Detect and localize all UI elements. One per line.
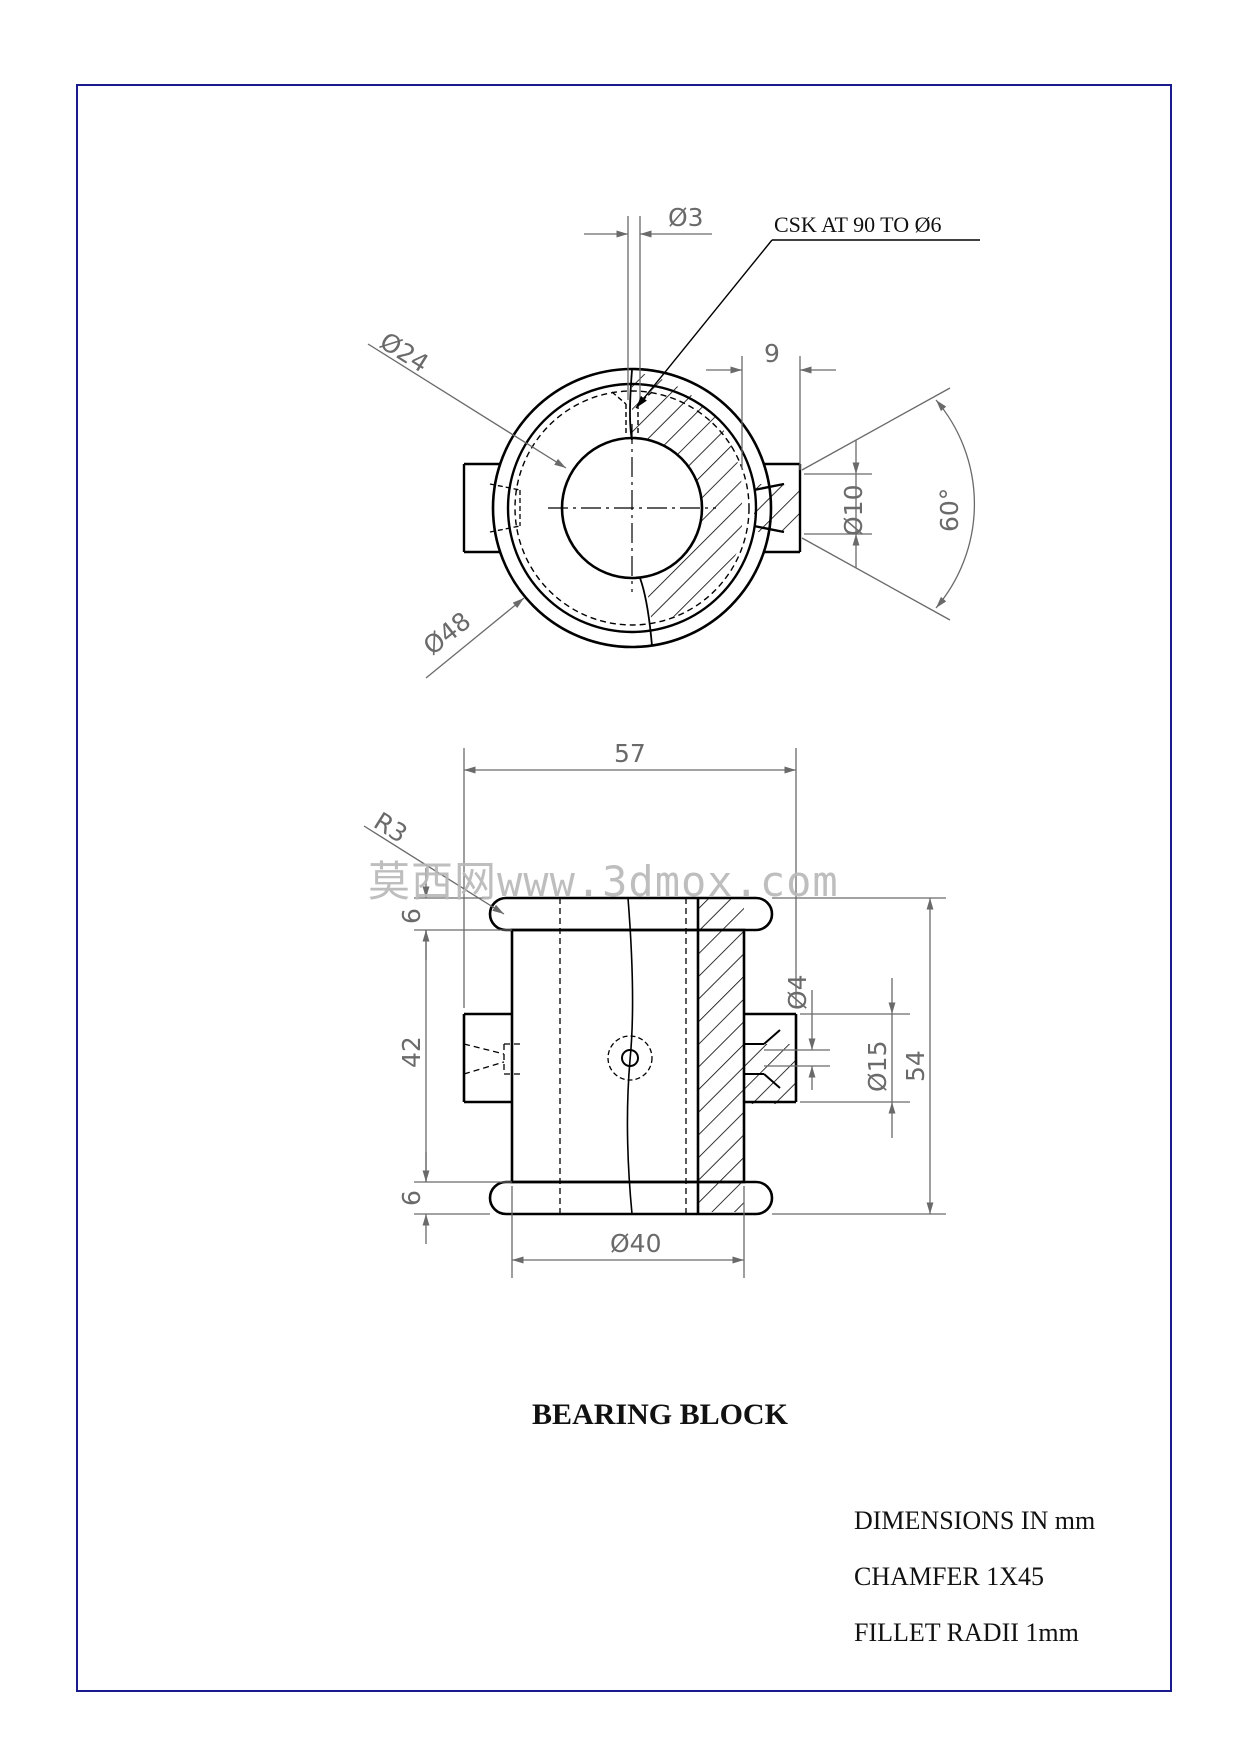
dim-d10 <box>804 440 872 568</box>
note-fillet: FILLET RADII 1mm <box>854 1618 1079 1647</box>
dim-d15-label: Ø15 <box>863 1041 892 1093</box>
front-view-body <box>462 896 798 1216</box>
front-view-break-line <box>626 897 634 1215</box>
left-boss <box>462 462 521 554</box>
top-view-centerlines <box>548 424 716 592</box>
front-view: 57 R3 6 42 6 <box>363 739 946 1278</box>
section-break-line <box>629 369 653 647</box>
dim-d24-leader <box>367 343 567 469</box>
drawing-notes: DIMENSIONS IN mm CHAMFER 1X45 FILLET RAD… <box>854 1493 1095 1661</box>
dim-d40 <box>511 1186 745 1278</box>
dim-r3-label: R3 <box>369 806 413 848</box>
dim-d40-label: Ø40 <box>610 1229 662 1258</box>
dim-w9 <box>706 356 836 470</box>
dim-angle <box>801 387 976 621</box>
dim-angle-label: 60° <box>935 488 964 532</box>
dim-h6-top-label: 6 <box>397 908 426 924</box>
front-view-hole-csk <box>607 1035 653 1081</box>
note-chamfer: CHAMFER 1X45 <box>854 1562 1044 1591</box>
drawing-border <box>76 84 1172 1692</box>
dim-heights-left <box>414 868 512 1244</box>
dim-d4-label: Ø4 <box>783 974 812 1010</box>
dim-w57 <box>463 748 797 1008</box>
dim-d3 <box>584 216 712 400</box>
inner-hidden-circle <box>514 390 750 626</box>
right-boss <box>753 462 802 554</box>
dim-r3-leader <box>363 825 505 915</box>
front-view-hidden-bore <box>463 898 687 1214</box>
right-boss-csk <box>744 1029 781 1089</box>
dim-right-stack <box>764 897 946 1215</box>
front-view-section-hatch <box>698 898 744 1212</box>
dim-w57-label: 57 <box>614 739 646 768</box>
dim-d10-label: Ø10 <box>839 485 868 537</box>
top-view-section-hatch <box>632 372 742 624</box>
watermark: 莫西网www.3dmox.com <box>368 857 839 906</box>
dim-h54-label: 54 <box>901 1050 930 1082</box>
csk-leader-label: CSK AT 90 TO Ø6 <box>774 212 942 237</box>
note-dimensions: DIMENSIONS IN mm <box>854 1506 1096 1535</box>
dim-w9-label: 9 <box>764 339 780 368</box>
dim-d24-label: Ø24 <box>375 326 434 378</box>
csk-leader <box>635 239 980 409</box>
dim-h6-bottom-label: 6 <box>397 1190 426 1206</box>
drawing-title: BEARING BLOCK <box>532 1398 788 1431</box>
top-view: Ø3 CSK AT 90 TO Ø6 Ø24 Ø48 9 Ø10 <box>367 203 980 679</box>
dim-d48-label: Ø48 <box>418 606 476 661</box>
front-view-hole <box>621 1049 639 1067</box>
dim-h42-label: 42 <box>397 1036 426 1068</box>
dim-d3-label: Ø3 <box>668 203 704 232</box>
dim-d48-leader <box>425 597 525 679</box>
